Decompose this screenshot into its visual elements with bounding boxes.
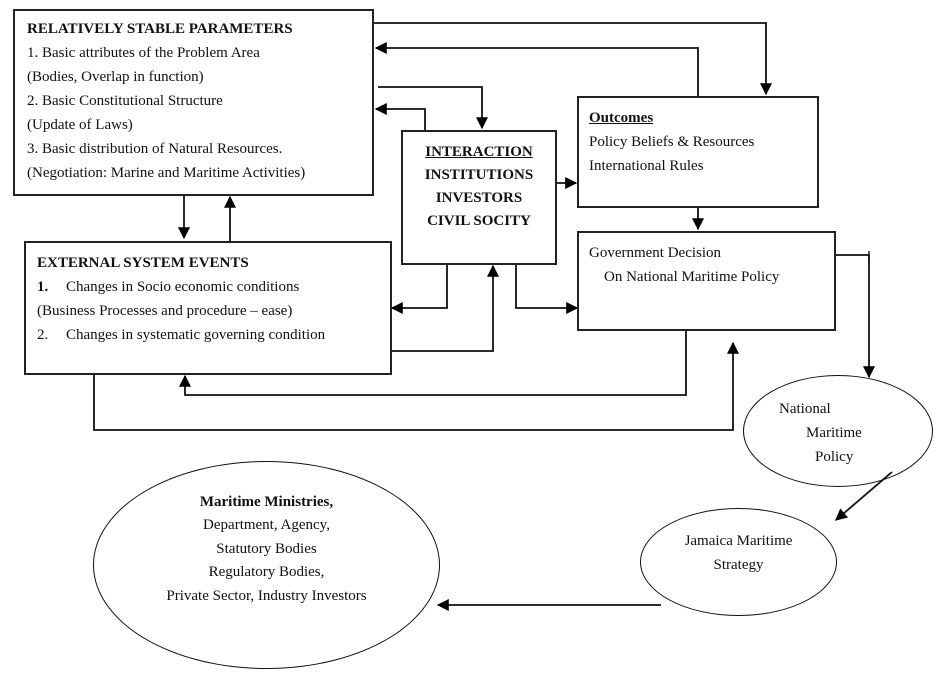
interaction-line: INVESTORS (435, 190, 523, 206)
ministries-line: Private Sector, Industry Investors (166, 588, 367, 604)
ministries-ellipse (93, 461, 440, 669)
stable-parameters-line: (Bodies, Overlap in function) (27, 69, 204, 85)
connector-government-to-external (179, 330, 687, 396)
ministries-title: Maritime Ministries, (199, 494, 334, 510)
outcomes-line: International Rules (589, 158, 704, 174)
stable-parameters-line: 1. Basic attributes of the Problem Area (27, 45, 260, 61)
ministries-line: Statutory Bodies (216, 541, 317, 557)
external-events-title: EXTERNAL SYSTEM EVENTS (37, 255, 249, 271)
connector-interaction-to-external (390, 264, 448, 314)
jamaica-strategy-ellipse (640, 508, 837, 616)
external-events-item: (Business Processes and procedure – ease… (37, 303, 293, 319)
interaction-line: CIVIL SOCITY (427, 213, 531, 229)
interaction-line: INSTITUTIONS (424, 167, 534, 183)
outcomes-title: Outcomes (589, 110, 654, 126)
interaction-box: INTERACTION INSTITUTIONS INVESTORS CIVIL… (401, 130, 557, 265)
government-decision-line: On National Maritime Policy (604, 269, 780, 285)
external-events-item-number: 2. (37, 327, 49, 343)
stable-parameters-line: 3. Basic distribution of Natural Resourc… (27, 141, 283, 157)
stable-parameters-line: 2. Basic Constitutional Structure (27, 93, 223, 109)
stable-parameters-line: (Update of Laws) (27, 117, 133, 133)
stable-parameters-box: RELATIVELY STABLE PARAMETERS 1. Basic at… (13, 9, 374, 196)
outcomes-box: Outcomes Policy Beliefs & Resources Inte… (577, 96, 819, 208)
external-events-item-number: 1. (37, 279, 49, 295)
ministries-line: Regulatory Bodies, (208, 564, 325, 580)
national-policy-line: National (779, 401, 831, 417)
government-decision-box: Government Decision On National Maritime… (577, 231, 836, 331)
national-policy-line: Policy (815, 449, 854, 465)
stable-parameters-line: (Negotiation: Marine and Maritime Activi… (27, 165, 306, 181)
government-decision-line: Government Decision (589, 245, 722, 261)
connector-outcomes-to-stable (374, 42, 699, 96)
connector-external-to-government (93, 341, 739, 431)
connector-interaction-to-stable (374, 103, 426, 130)
connector-external-to-interaction (392, 264, 499, 352)
stable-parameters-title: RELATIVELY STABLE PARAMETERS (27, 21, 293, 37)
national-policy-ellipse (743, 375, 933, 487)
ministries-line: Department, Agency, (203, 517, 330, 533)
connector-stable-to-interaction (378, 86, 488, 130)
external-events-item: Changes in systematic governing conditio… (66, 327, 326, 343)
jamaica-strategy-line: Strategy (713, 557, 764, 573)
connector-stable-to-outcomes (373, 22, 772, 96)
external-events-item: Changes in Socio economic conditions (66, 279, 300, 295)
outcomes-line: Policy Beliefs & Resources (589, 134, 755, 150)
jamaica-strategy-line: Jamaica Maritime (684, 533, 793, 549)
national-policy-line: Maritime (806, 425, 862, 441)
connector-interaction-to-government (515, 264, 579, 314)
interaction-title: INTERACTION (425, 144, 533, 160)
external-events-box: EXTERNAL SYSTEM EVENTS 1. Changes in Soc… (24, 241, 392, 375)
connector-government-to-national-policy (835, 254, 875, 379)
